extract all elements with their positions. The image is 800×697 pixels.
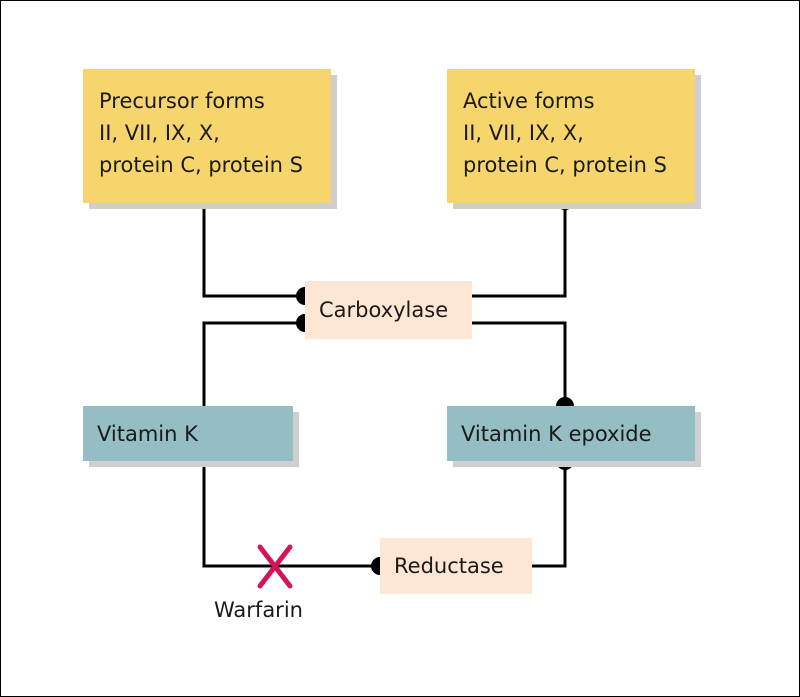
warfarin-label: Warfarin: [214, 598, 303, 622]
reductase-box: Reductase: [380, 538, 532, 594]
precursor-factors: II, VII, IX, X,: [99, 121, 220, 145]
vitamin-k-to-reductase-line: [202, 461, 380, 568]
vitamin-k-to-carboxylase-line: [202, 321, 305, 406]
precursor-forms-title: Precursor forms: [99, 89, 265, 113]
active-forms-title: Active forms: [463, 89, 595, 113]
reductase-label: Reductase: [394, 554, 504, 578]
precursor-proteins: protein C, protein S: [99, 153, 303, 177]
carboxylase-to-epoxide-line: [472, 321, 567, 406]
vitamin-k-label: Vitamin K: [97, 421, 198, 446]
active-forms-box: Active forms II, VII, IX, X, protein C, …: [447, 69, 695, 203]
vitamin-k-epoxide-label: Vitamin K epoxide: [461, 421, 652, 446]
epoxide-to-reductase-line: [532, 461, 567, 568]
active-proteins: protein C, protein S: [463, 153, 667, 177]
carboxylase-label: Carboxylase: [319, 298, 449, 322]
vitamin-k-box: Vitamin K: [83, 406, 293, 461]
active-factors: II, VII, IX, X,: [463, 121, 584, 145]
inhibition-x-icon: [257, 544, 293, 589]
precursor-forms-box: Precursor forms II, VII, IX, X, protein …: [83, 69, 331, 203]
carboxylase-to-active-line: [472, 201, 567, 298]
carboxylase-box: Carboxylase: [305, 281, 472, 339]
precursor-to-carboxylase-line: [202, 204, 305, 298]
vitamin-k-epoxide-box: Vitamin K epoxide: [447, 406, 695, 461]
